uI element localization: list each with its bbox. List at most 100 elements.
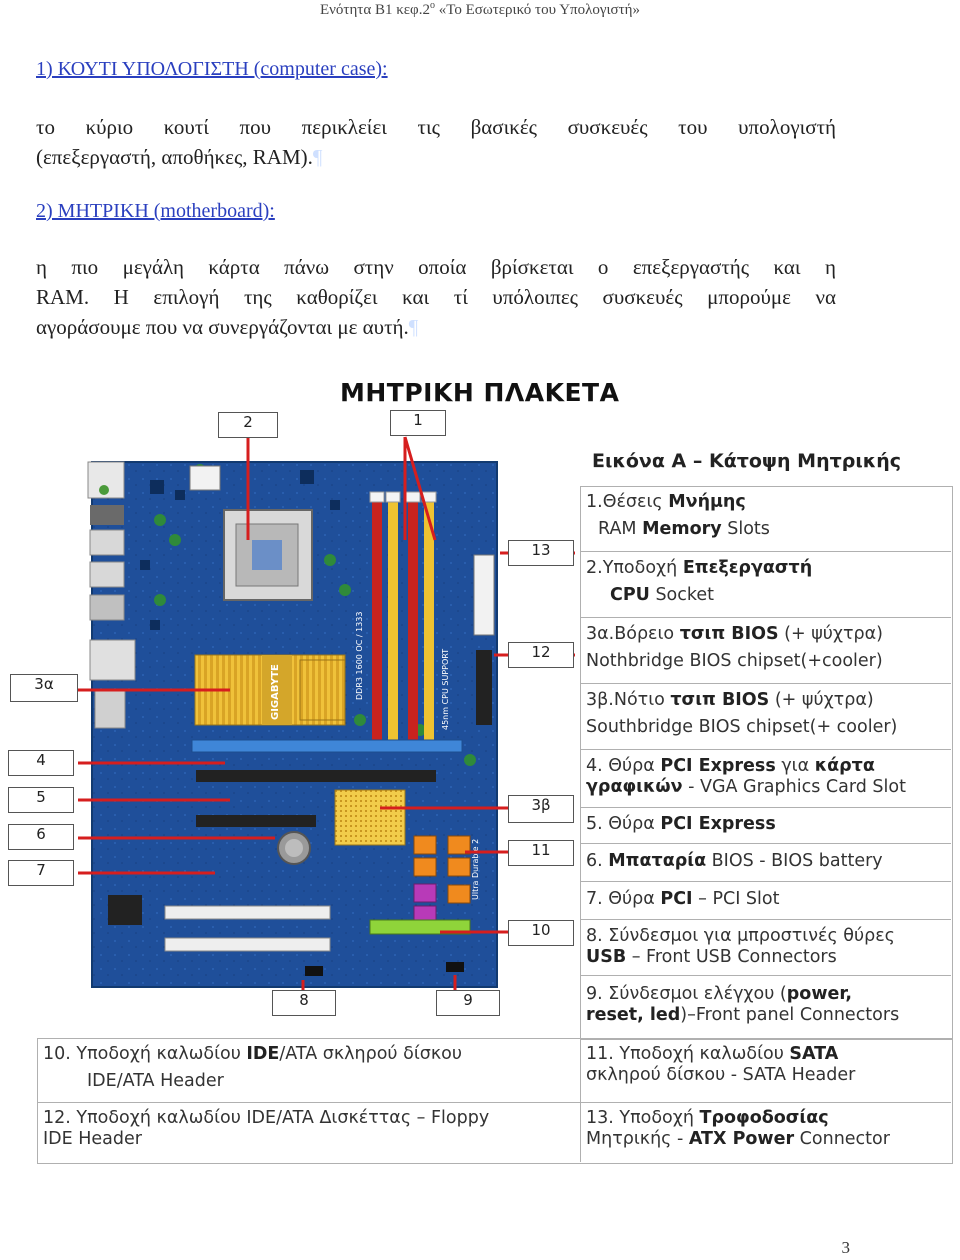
legend-text: IDE Header [43, 1129, 142, 1149]
callout-3b: 3β [508, 795, 574, 823]
audio-jack [99, 485, 109, 495]
legend-bold: PCI Express [660, 814, 775, 834]
legend-bold: PCI Express [660, 756, 775, 776]
legend-item-9: 9. Σύνδεσμοι ελέγχου (power, reset, led)… [580, 976, 951, 1038]
legend-item-3b: 3β.Νότιο τσιπ BIOS (+ ψύχτρα) Southbridg… [580, 684, 951, 750]
legend-item-11: 11. Υποδοχή καλωδίου SATA σκληρού δίσκου… [580, 1038, 951, 1102]
legend-bold: κάρτα [815, 756, 875, 776]
bios-chip [108, 895, 142, 925]
floppy-header [476, 650, 492, 725]
legend-bold: power, [787, 984, 852, 1004]
legend-bold: SATA [789, 1044, 838, 1064]
legend-text: 2.Υποδοχή [586, 558, 683, 578]
io-port [90, 640, 135, 680]
legend-text: 6. [586, 851, 608, 871]
legend-text: 9. Σύνδεσμοι ελέγχου ( [586, 984, 787, 1004]
chip-brand: GIGABYTE [270, 664, 281, 720]
pci-slot-1 [165, 906, 330, 919]
legend-bold: Τροφοδοσίας [700, 1108, 829, 1128]
legend-bold: CPU [610, 585, 650, 605]
legend-item-4: 4. Θύρα PCI Express για κάρτα γραφικών -… [580, 750, 951, 808]
section2-title: 2) ΜΗΤΡΙΚΗ (motherboard): [36, 200, 275, 223]
legend-text: Slots [722, 519, 770, 539]
pilcrow-mark: ¶ [409, 315, 419, 339]
io-port [90, 505, 124, 525]
legend-item-1: 1.Θέσεις Μνήμης RAM Memory Slots [580, 486, 951, 552]
section1-line2-wrap: (επεξεργαστή, αποθήκες, RAM).¶ [36, 142, 836, 172]
ram-slot-1 [372, 496, 382, 746]
callout-1: 1 [390, 410, 446, 436]
legend-text: για [776, 756, 815, 776]
section2-line3-wrap: αγοράσουμε που να συνεργάζονται με αυτή.… [36, 312, 836, 342]
header-suffix: «Το Εσωτερικό του Υπολογιστή» [435, 2, 640, 18]
legend-item-3a: 3α.Βόρειο τσιπ BIOS (+ ψύχτρα) Nothbridg… [580, 618, 951, 684]
section2-line3: αγοράσουμε που να συνεργάζονται με αυτή. [36, 315, 409, 339]
cpu-support-label: 45nm CPU SUPPORT [441, 649, 450, 730]
io-port [90, 562, 124, 587]
callout-11: 11 [508, 840, 574, 866]
pci-slot-2 [165, 938, 330, 951]
front-usb-header [305, 966, 323, 976]
legend-bold: USB [586, 947, 626, 967]
section1-line2: (επεξεργαστή, αποθήκες, RAM). [36, 145, 313, 169]
ram-label: DDR3 1600 OC / 1333 [355, 612, 364, 700]
southbridge-heatsink [335, 790, 405, 845]
legend-text: 5. Θύρα [586, 814, 660, 834]
bios-battery-face [285, 839, 303, 857]
legend-item-5: 5. Θύρα PCI Express [580, 808, 951, 844]
legend-text: Socket [650, 585, 714, 605]
legend-bold: τσιπ BIOS [670, 690, 769, 710]
io-port [90, 530, 124, 555]
section1-line1: το κύριο κουτί που περικλείει τις βασικέ… [36, 112, 836, 142]
legend-text: 11. Υποδοχή καλωδίου [586, 1044, 789, 1064]
cpu-socket-pins [252, 540, 282, 570]
callout-6: 6 [8, 824, 74, 850]
callout-4: 4 [8, 750, 74, 776]
legend-text: RAM [598, 519, 642, 539]
front-panel-header [446, 962, 464, 972]
legend-text: IDE/ATA Header [87, 1071, 224, 1091]
legend-text: BIOS - BIOS battery [706, 851, 883, 871]
legend-bold: PCI [660, 889, 692, 909]
legend-item-10: 10. Υποδοχή καλωδίου IDE/ATA σκληρού δίσ… [37, 1038, 580, 1102]
legend-text: 12. Υποδοχή καλωδίου IDE/ATA Δισκέττας –… [43, 1108, 489, 1128]
pcie-x16-slot [192, 740, 462, 752]
section1-title: 1) ΚΟΥΤΙ ΥΠΟΛΟΓΙΣΤΗ (computer case): [36, 58, 388, 81]
legend-text: – PCI Slot [693, 889, 780, 909]
legend-text: Nothbridge BIOS chipset(+cooler) [586, 651, 883, 671]
legend-text: )–Front panel Connectors [680, 1005, 899, 1025]
legend-bold: Μνήμης [668, 492, 746, 512]
pcie-x1-slot [196, 815, 316, 827]
legend-item-8: 8. Σύνδεσμοι για μπροστινές θύρες USB – … [580, 920, 951, 976]
callout-10: 10 [508, 920, 574, 946]
legend-text: 1.Θέσεις [586, 492, 668, 512]
legend-text: – Front USB Connectors [626, 947, 837, 967]
section2-line1: η πιο μεγάλη κάρτα πάνω στην οποία βρίσκ… [36, 252, 836, 282]
legend-bold: τσιπ BIOS [680, 624, 779, 644]
section2-line2: RAM. Η επιλογή της καθορίζει και τί υπόλ… [36, 282, 836, 312]
pilcrow-mark: ¶ [313, 145, 323, 169]
header-prefix: Ενότητα Β1 κεφ.2 [320, 2, 430, 18]
legend-text: 10. Υποδοχή καλωδίου [43, 1044, 246, 1064]
legend-text: - VGA Graphics Card Slot [683, 777, 906, 797]
legend-text: 8. Σύνδεσμοι για μπροστινές θύρες [586, 926, 895, 946]
legend-text: /ATA σκληρού δίσκου [279, 1044, 462, 1064]
page-number: 3 [842, 1238, 851, 1258]
legend-bold: Μπαταρία [608, 851, 706, 871]
legend-text: Connector [794, 1129, 890, 1149]
legend-text: 7. Θύρα [586, 889, 660, 909]
atx-24pin [474, 555, 494, 635]
legend-item-12: 12. Υποδοχή καλωδίου IDE/ATA Δισκέττας –… [37, 1102, 580, 1162]
legend-text: Μητρικής - [586, 1129, 689, 1149]
legend-item-7: 7. Θύρα PCI – PCI Slot [580, 882, 951, 920]
callout-5: 5 [8, 787, 74, 813]
io-port [95, 690, 125, 728]
legend-text: Southbridge BIOS chipset(+ cooler) [586, 717, 897, 737]
legend-text: 4. Θύρα [586, 756, 660, 776]
callout-12: 12 [508, 642, 574, 668]
heatsink-side [300, 660, 345, 720]
legend-item-6: 6. Μπαταρία BIOS - BIOS battery [580, 844, 951, 882]
legend-text: σκληρού δίσκου - SATA Header [586, 1065, 855, 1085]
legend-text: (+ ψύχτρα) [769, 690, 873, 710]
legend-bold: ATX Power [689, 1129, 794, 1149]
